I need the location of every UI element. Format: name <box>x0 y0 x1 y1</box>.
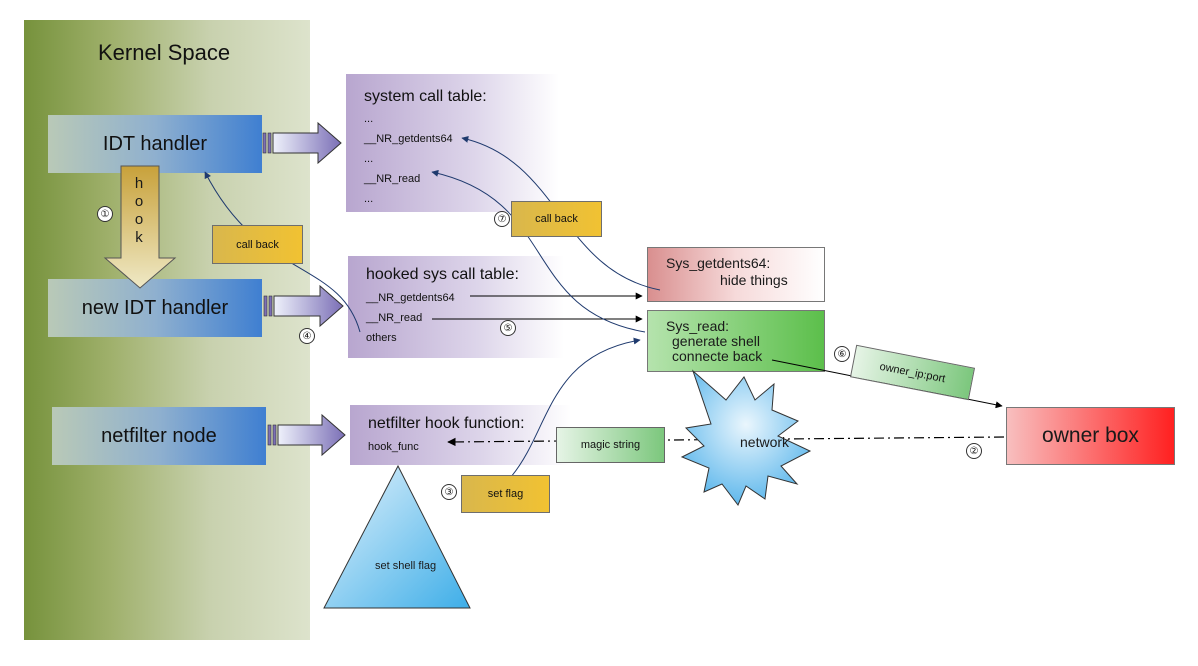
step-number-3: ③ <box>441 484 457 500</box>
syscall-entry-read: __NR_read <box>364 173 421 185</box>
step-number-2: ② <box>966 443 982 459</box>
callback-tag-left: call back <box>212 225 303 264</box>
hooked-call-table-title: hooked sys call table: <box>366 266 519 283</box>
system-call-table: system call table: ... __NR_getdents64 .… <box>346 74 559 212</box>
hooked-entry-others: others <box>366 332 397 344</box>
step-number-1: ① <box>97 206 113 222</box>
sys-getdents64-box: Sys_getdents64: hide things <box>647 247 825 302</box>
sys-getdents64-title: Sys_getdents64: <box>666 255 771 271</box>
set-shell-flag-label: set shell flag <box>375 560 437 572</box>
hooked-call-table: hooked sys call table: __NR_getdents64 _… <box>348 256 564 358</box>
step-number-5: ⑤ <box>500 320 516 336</box>
sys-getdents64-desc: hide things <box>720 272 788 288</box>
owner-box: owner box <box>1006 407 1175 465</box>
step-number-6: ⑥ <box>834 346 850 362</box>
magic-string-tag: magic string <box>556 427 665 463</box>
netfilter-hook-function-title: netfilter hook function: <box>368 415 525 432</box>
idt-handler-box: IDT handler <box>48 115 262 173</box>
step-number-4: ④ <box>299 328 315 344</box>
network-label: network <box>740 434 790 450</box>
hook-letter: o <box>134 193 144 210</box>
hooked-entry-getdents64: __NR_getdents64 <box>366 292 455 304</box>
idt-to-table-arrow <box>262 121 342 165</box>
set-shell-flag-triangle <box>323 464 471 609</box>
step-number-7: ⑦ <box>494 211 510 227</box>
sys-read-box: Sys_read: generate shell connecte back <box>647 310 825 372</box>
hook-down-arrow <box>103 165 177 289</box>
magic-string-dashdot-arrow <box>447 436 1005 447</box>
hook-arrow-label: h o o k <box>133 175 145 247</box>
sys-read-title: Sys_read: <box>666 318 730 334</box>
syscall-entry: ... <box>364 193 374 205</box>
sys-read-desc-2: connecte back <box>672 348 763 364</box>
new-idt-to-hooked-arrow <box>263 284 344 328</box>
callback-tag-right: call back <box>511 201 602 237</box>
hook-letter: h <box>134 175 144 192</box>
hook-func-entry: hook_func <box>368 441 419 453</box>
new-idt-handler-box: new IDT handler <box>48 279 262 337</box>
netfilter-node-to-func-arrow <box>267 413 346 457</box>
read-callback-curve <box>431 169 646 333</box>
hook-letter: k <box>135 229 143 246</box>
others-callback-curve <box>204 171 361 333</box>
system-call-table-title: system call table: <box>364 88 487 105</box>
netfilter-node-box: netfilter node <box>52 407 266 465</box>
network-starburst <box>680 369 812 506</box>
hooked-entry-read: __NR_read <box>366 312 423 324</box>
set-flag-tag: set flag <box>461 475 550 513</box>
syscall-entry-getdents64: __NR_getdents64 <box>364 133 453 145</box>
sys-read-desc-1: generate shell <box>672 333 760 349</box>
hook-letter: o <box>134 211 144 228</box>
syscall-entry: ... <box>364 153 374 165</box>
syscall-entry: ... <box>364 113 374 125</box>
kernel-space-title: Kernel Space <box>98 40 231 65</box>
netfilter-hook-function: netfilter hook function: hook_func <box>350 405 571 465</box>
